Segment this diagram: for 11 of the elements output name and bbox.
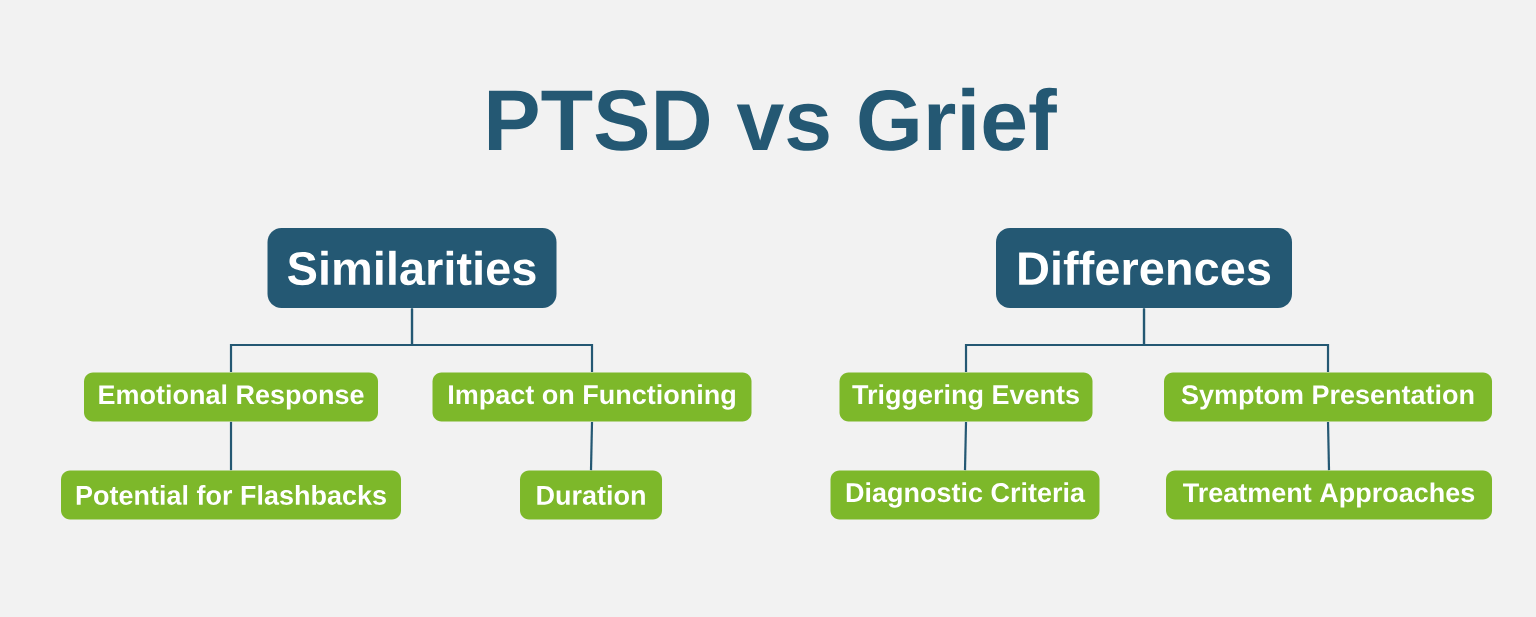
topic-box: Diagnostic Criteria — [830, 470, 1100, 520]
topic-box: Impact on Functioning — [432, 372, 752, 422]
topic-box: Symptom Presentation — [1164, 372, 1492, 422]
title-text: PTSD vs Grief — [489, 87, 1057, 151]
heading-box: Differences — [996, 228, 1292, 308]
topic-box: Triggering Events — [839, 372, 1093, 422]
topic-box: Potential for Flashbacks — [61, 470, 401, 520]
heading-box: Similarities — [267, 228, 557, 308]
topic-box: Treatment Approaches — [1166, 470, 1492, 520]
topic-box: Emotional Response — [84, 372, 378, 422]
topic-box: Duration — [520, 470, 662, 520]
